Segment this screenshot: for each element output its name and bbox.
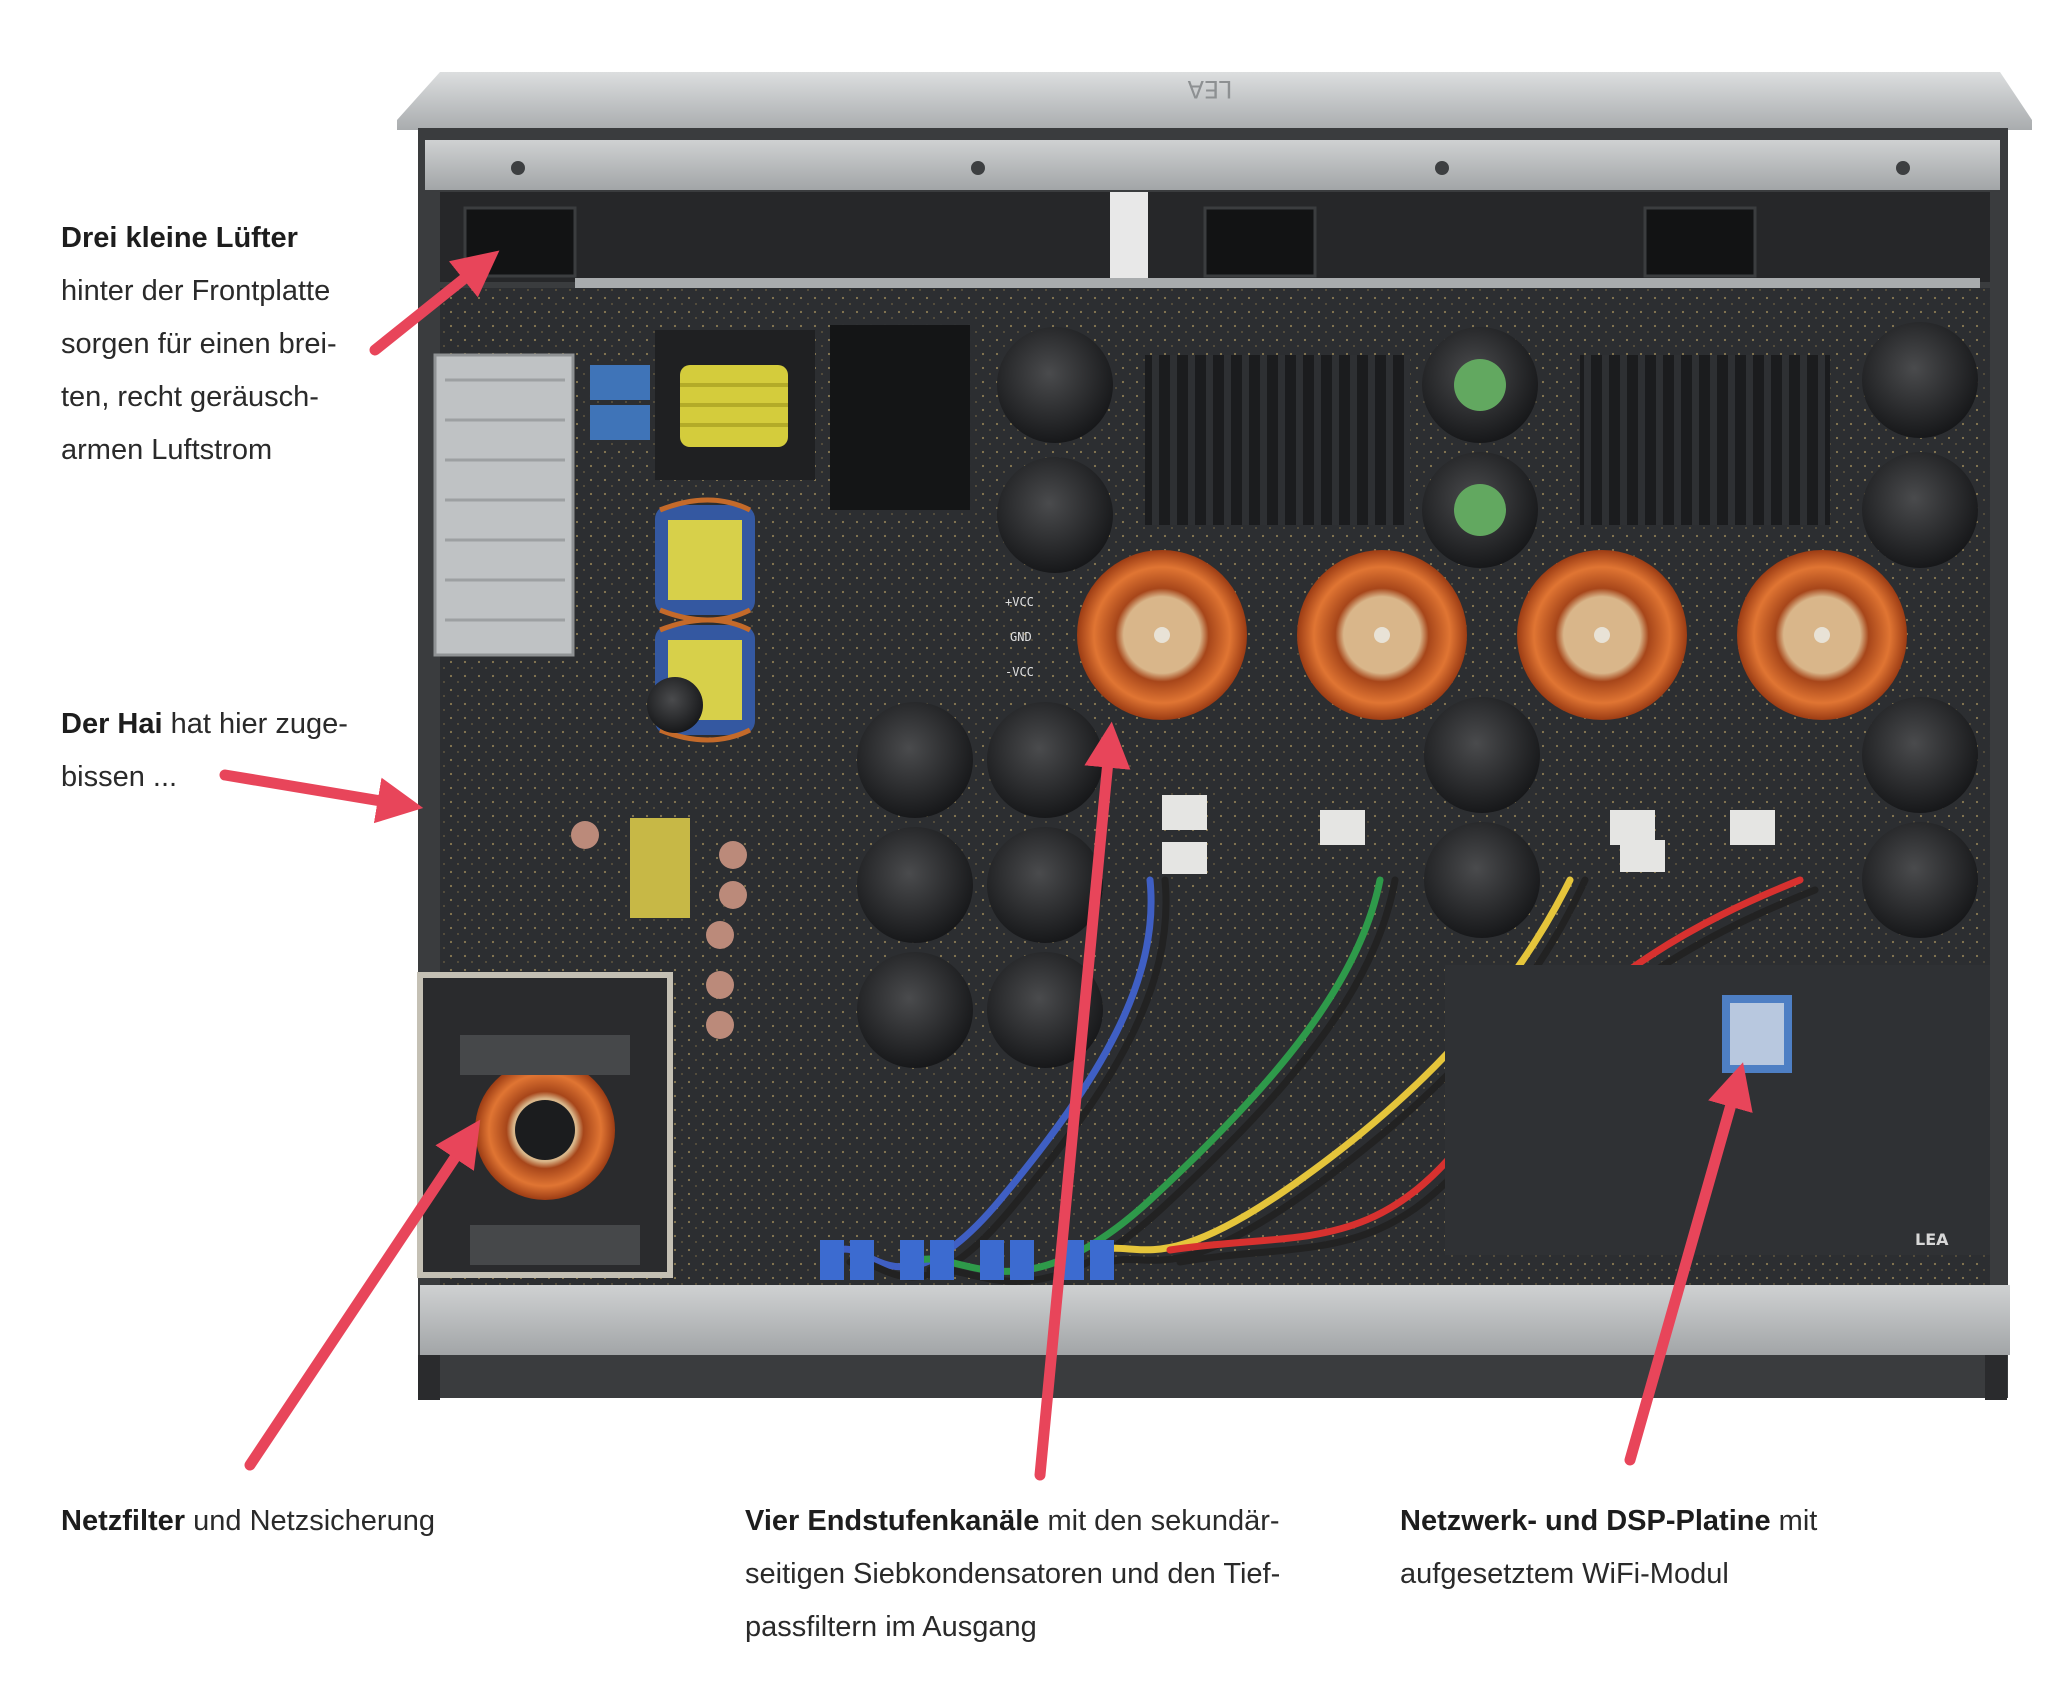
caption-fans-line: armen Luftstrom	[61, 434, 273, 466]
lid	[397, 72, 2032, 130]
caption-network-rest: mit	[1770, 1505, 1818, 1537]
caption-amp-line: seitigen Siebkondensatoren und den Tief-	[745, 1558, 1281, 1590]
arrow-shark	[219, 769, 424, 824]
output-inductors	[1077, 550, 1907, 720]
caption-fans-line: hinter der Frontplatte	[61, 275, 331, 307]
annotation-arrows	[219, 250, 1753, 1481]
heatsink-left	[1145, 355, 1410, 525]
fan-3	[1643, 206, 1757, 278]
caption-mains-lead: Netzfilter	[61, 1505, 186, 1537]
caption-fans-lead: Drei kleine Lüfter	[61, 222, 298, 254]
psu-heatsink	[433, 353, 575, 657]
caption-network-lead: Netzwerk- und DSP-Platine	[1400, 1505, 1771, 1537]
arrow-mains	[244, 1119, 481, 1471]
label-vcc-minus: -VCC	[1005, 665, 1034, 679]
filter-capacitors	[647, 322, 1978, 1068]
psu-block	[830, 325, 970, 510]
caption-shark-rest: hat hier zuge-	[162, 708, 348, 740]
front-rail	[425, 140, 2000, 190]
caption-mains-rest: und Netzsicherung	[185, 1505, 435, 1537]
caption-shark-line: bissen ...	[61, 761, 178, 793]
arrow-network	[1624, 1062, 1753, 1466]
arrow-amp	[1034, 721, 1131, 1481]
back-rail	[420, 1285, 2010, 1355]
caption-shark-lead: Der Hai	[61, 708, 163, 740]
caption-amp-lead: Vier Endstufenkanäle	[745, 1505, 1040, 1537]
label-vcc-plus: +VCC	[1005, 595, 1034, 609]
heatsink-right	[1580, 355, 1830, 525]
caption-shark: Der Hai hat hier zuge- bissen ...	[61, 698, 401, 804]
label-gnd: GND	[1010, 630, 1032, 644]
caption-fans-line: ten, recht geräusch-	[61, 381, 319, 413]
caption-amp-rest: mit den sekundär-	[1039, 1505, 1280, 1537]
lid-logo: LEA	[1187, 75, 1233, 103]
caption-network: Netzwerk- und DSP-Platine mit aufgesetzt…	[1400, 1495, 2020, 1601]
caption-mains: Netzfilter und Netzsicherung	[61, 1495, 581, 1548]
caption-fans-line: sorgen für einen brei-	[61, 328, 337, 360]
dsp-board	[1445, 965, 1990, 1255]
fan-2	[1203, 206, 1317, 278]
dsp-board-logo: LEA	[1915, 1230, 1949, 1249]
arrow-fans	[369, 250, 500, 356]
caption-fans: Drei kleine Lüfter hinter der Frontplatt…	[61, 212, 401, 477]
caption-amp-line: passfiltern im Ausgang	[745, 1611, 1037, 1643]
caption-amp: Vier Endstufenkanäle mit den sekundär- s…	[745, 1495, 1365, 1654]
caption-network-line: aufgesetztem WiFi-Modul	[1400, 1558, 1729, 1590]
